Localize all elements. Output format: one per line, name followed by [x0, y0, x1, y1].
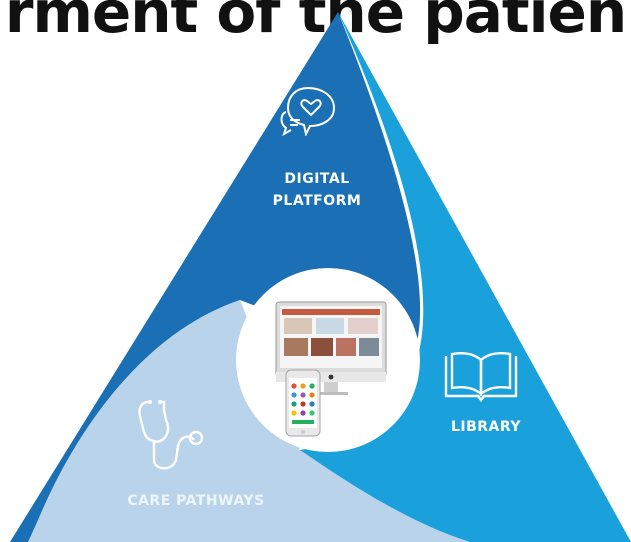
segment-care-pathways	[28, 300, 470, 542]
care-pathways-label: CARE PATHWAYS	[127, 493, 265, 509]
stethoscope-icon	[138, 400, 204, 470]
chat-heart-icon	[280, 86, 336, 136]
page-heading: rment of the patien	[4, 0, 627, 46]
segment-digital-platform	[10, 12, 421, 542]
open-book-icon	[444, 352, 518, 402]
digital-platform-label-line1: DIGITAL	[284, 171, 350, 187]
digital-platform-label: DIGITAL PLATFORM	[262, 168, 372, 212]
library-label: LIBRARY	[450, 419, 522, 435]
digital-platform-label-line2: PLATFORM	[272, 193, 362, 209]
apple-logo-icon	[328, 374, 334, 380]
segment-library	[300, 12, 631, 542]
smartphone-mockup	[285, 369, 321, 437]
desktop-monitor-mockup	[275, 301, 387, 395]
